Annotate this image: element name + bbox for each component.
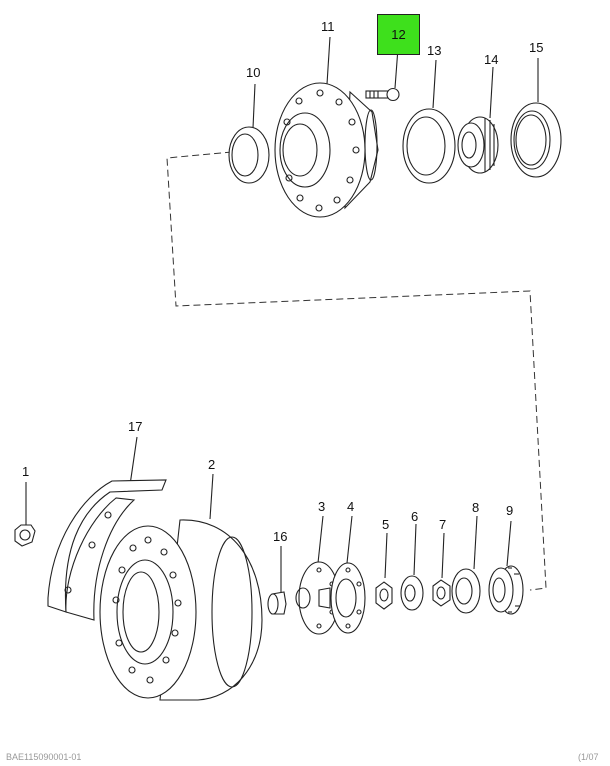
part-13-bearing-cup <box>402 108 456 184</box>
part-8-bearing-cup <box>451 568 481 614</box>
highlighted-callout-12[interactable]: 12 <box>377 14 420 55</box>
assembly-path-line <box>166 151 547 591</box>
callout-2: 2 <box>208 457 216 472</box>
part-15-seal <box>510 102 562 178</box>
part-16-spacer <box>267 591 287 615</box>
part-3-flange <box>295 561 340 635</box>
part-1-nut <box>14 524 36 547</box>
callout-1: 1 <box>22 464 30 479</box>
part-17-brake-shoe <box>47 479 167 621</box>
callout-5: 5 <box>382 517 390 532</box>
part-10-bearing-cup <box>228 126 270 184</box>
callout-10: 10 <box>246 65 261 80</box>
part-9-bearing-cone <box>488 565 524 615</box>
part-6-washer <box>400 575 424 611</box>
callout-8: 8 <box>472 500 480 515</box>
part-4-plate <box>330 562 366 634</box>
callout-14: 14 <box>484 52 499 67</box>
callout-11: 11 <box>321 19 335 34</box>
callout-6: 6 <box>411 509 419 524</box>
callout-7: 7 <box>439 517 447 532</box>
callout-3: 3 <box>318 499 326 514</box>
part-14-bearing-cone <box>457 116 499 174</box>
callout-4: 4 <box>347 499 355 514</box>
part-11-hub <box>274 82 379 218</box>
callout-12: 12 <box>391 27 406 42</box>
callout-15: 15 <box>529 40 544 55</box>
leader-lines <box>25 36 539 592</box>
callout-17: 17 <box>128 419 143 434</box>
footer-page: (1/07 <box>578 752 599 762</box>
callout-16: 16 <box>273 529 288 544</box>
callout-13: 13 <box>427 43 442 58</box>
part-5-nut <box>375 581 393 610</box>
callout-9: 9 <box>506 503 514 518</box>
footer-drawing-id: BAE115090001-01 <box>6 752 82 762</box>
part-2-brake-drum <box>99 519 263 701</box>
part-7-nut <box>432 579 451 607</box>
part-12-wheel-stud <box>365 87 400 102</box>
